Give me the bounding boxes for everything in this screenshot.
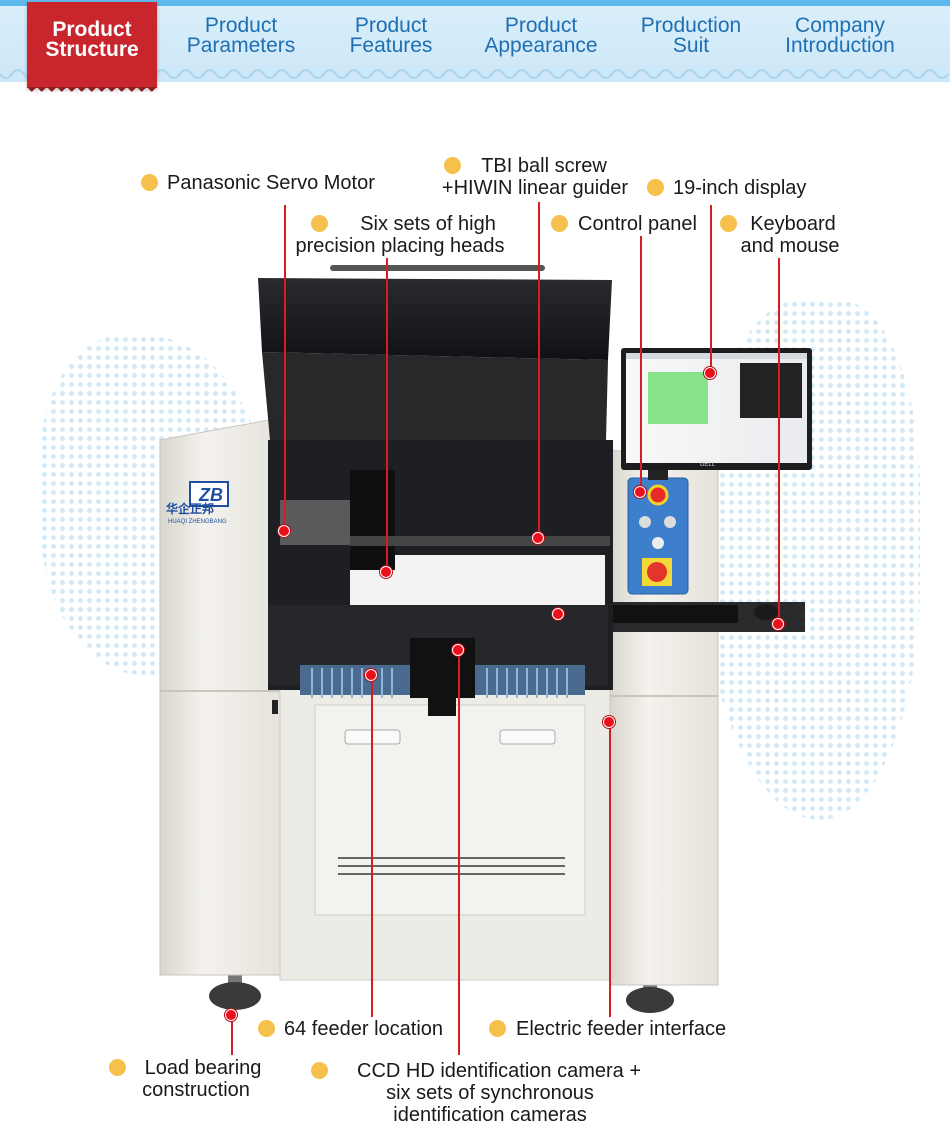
callout-line-feeder [371,675,373,1017]
pin-feeder-location [365,669,377,681]
tab-label-line1: Product [52,18,132,41]
label-line: +HIWIN linear guider [441,177,629,199]
tab-product-parameters[interactable]: Product Parameters [166,14,316,68]
bullet-icon [444,157,461,174]
tab-label-line2: Parameters [186,34,296,57]
label-line: Six sets of high [360,213,496,235]
pin-ballscrew [532,532,544,544]
machine-brand-en: HUAQI ZHENGBANG [168,519,227,525]
placement-machine-illustration: ZB 华企正邦 HUAQI ZHENGBANG DELL [159,265,812,1013]
machine-brand-cn: 华企正邦 [166,501,214,516]
pin-ccd [452,644,464,656]
nav-tab-bar [0,0,950,82]
tab-label-line2: Suit [672,34,710,57]
tab-label-line2: Introduction [785,34,895,57]
label-feeder-interface: Electric feeder interface [516,1018,727,1040]
label-line: Keyboard [750,213,836,235]
callout-line-ccd [458,650,460,1055]
callout-line-control [640,236,642,492]
label-line: six sets of synchronous [386,1082,594,1104]
callout-line-interface [609,722,611,1017]
bullet-icon [258,1020,275,1037]
pin-servo [278,525,290,537]
bullet-icon [720,215,737,232]
callout-line-keyboard [778,258,780,624]
pin-interface [603,716,615,728]
callout-line-heads [386,258,388,571]
label-line: precision placing heads [295,235,505,257]
label-feeder-location: 64 feeder location [284,1018,444,1040]
pin-keyboard [772,618,784,630]
label-ball-screw: TBI ball screw +HIWIN linear guider [430,155,640,199]
label-line: CCD HD identification camera + [357,1060,641,1082]
bullet-icon [109,1059,126,1076]
bullet-icon [551,215,568,232]
label-display: 19-inch display [673,177,807,199]
label-load-bearing: Load bearing construction [116,1057,276,1101]
pin-load-bearing [225,1009,237,1021]
bullet-icon [311,1062,328,1079]
label-line: identification cameras [393,1104,587,1126]
tab-label-line1: Product [354,14,428,37]
callout-line-display [710,205,712,373]
pin-display [704,367,716,379]
label-line: and mouse [740,235,840,257]
machine-logo-mark: ZB [198,485,223,505]
label-keyboard-mouse: Keyboard and mouse [730,213,850,257]
label-line: Load bearing [144,1057,262,1079]
label-control-panel: Control panel [578,213,697,235]
label-placing-heads: Six sets of high precision placing heads [280,213,520,257]
tab-label-line1: Product [204,14,278,37]
tab-label-line1: Product [504,14,578,37]
label-line: construction [142,1079,250,1101]
tab-label-line1: Production [640,14,742,37]
callout-line-servo [284,205,286,531]
tab-label-line2: Structure [45,38,139,61]
pin-control [634,486,646,498]
bullet-icon [141,174,158,191]
tab-label-line1: Company [795,14,885,37]
callout-line-loadbearing [231,1015,233,1055]
bullet-icon [311,215,328,232]
tab-label-line2: Appearance [484,34,598,57]
bullet-icon [647,179,664,196]
tab-company-introduction[interactable]: Company Introduction [765,14,915,68]
label-ccd-camera: CCD HD identification camera + six sets … [320,1060,660,1126]
monitor-brand: DELL [700,462,716,468]
callout-line-ballscrew [538,202,540,538]
label-servo-motor: Panasonic Servo Motor [167,172,375,194]
label-line: TBI ball screw [481,155,607,177]
tab-product-structure[interactable]: Product Structure [27,2,157,97]
tab-label-line2: Features [349,34,433,57]
bullet-icon [489,1020,506,1037]
tab-product-features[interactable]: Product Features [316,14,466,68]
pin-feeder-slot [552,608,564,620]
tab-production-suit[interactable]: Production Suit [616,14,766,68]
tab-product-appearance[interactable]: Product Appearance [466,14,616,68]
pin-heads [380,566,392,578]
